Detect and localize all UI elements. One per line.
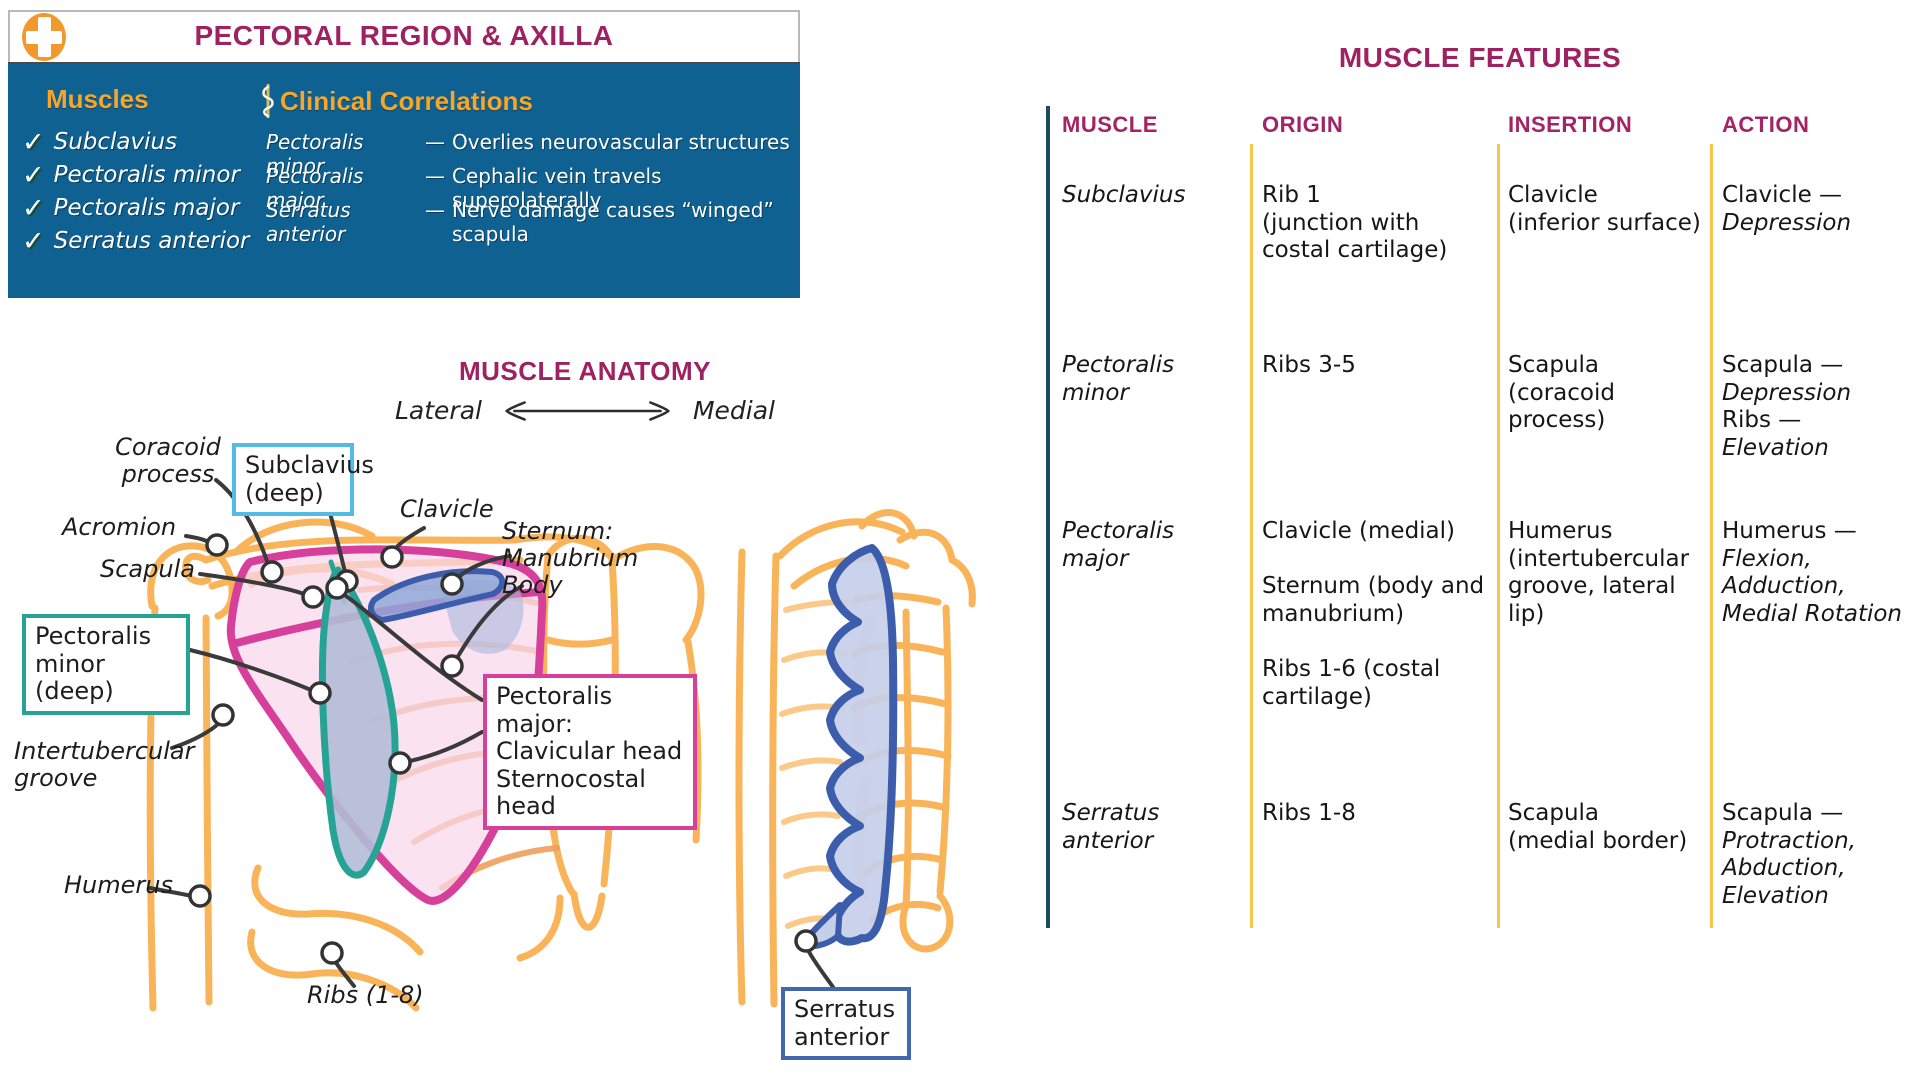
header-card	[8, 10, 800, 62]
table-cell-insertion: Clavicle (inferior surface)	[1508, 182, 1701, 236]
anatomy-section-title: MUSCLE ANATOMY	[458, 356, 712, 386]
direction-lateral: Lateral	[395, 396, 482, 425]
check-icon: ✓	[22, 126, 45, 158]
table-cell-origin: Clavicle (medial) Sternum (body and manu…	[1262, 518, 1485, 710]
table-column-rule	[1710, 144, 1713, 928]
clinical-muscle: Pectoralis major	[266, 164, 364, 212]
table-cell-insertion: Scapula (medial border)	[1508, 800, 1688, 854]
muscle-list-item: ✓ Pectoralis major	[22, 192, 262, 224]
clinical-muscle: Pectoralis minor	[266, 130, 364, 178]
column-header-action: ACTION	[1722, 112, 1810, 137]
table-cell-insertion: Humerus (intertubercular groove, lateral…	[1508, 518, 1690, 627]
clinical-row: Pectoralis minor — Overlies neurovascula…	[266, 130, 796, 178]
label-ribs: Ribs (1-8)	[307, 981, 424, 1009]
table-cell-muscle: Pectoralis major	[1062, 518, 1175, 572]
double-arrow-icon	[504, 400, 671, 421]
column-header-muscle: MUSCLE	[1062, 112, 1158, 137]
label-coracoid-process: Coracoid process	[115, 433, 221, 488]
table-cell-action: Humerus —Flexion,Adduction,Medial Rotati…	[1722, 518, 1903, 627]
clinical-heading-label: Clinical Correlations	[280, 85, 533, 116]
summary-panel: Muscles ✓ Subclavius ✓ Pectoralis minor …	[8, 62, 800, 298]
table-cell-muscle: Pectoralis minor	[1062, 352, 1175, 406]
clinical-row: Serratus anterior — Nerve damage causes …	[266, 198, 796, 246]
muscle-name: Subclavius	[53, 129, 178, 155]
muscle-list-item: ✓ Serratus anterior	[22, 225, 262, 257]
table-title: MUSCLE FEATURES	[1338, 42, 1622, 73]
dash: —	[425, 130, 445, 154]
muscle-name: Pectoralis major	[53, 195, 240, 221]
table-cell-muscle: Serratus anterior	[1062, 800, 1160, 854]
muscles-heading: Muscles	[46, 84, 149, 114]
muscle-list-item: ✓ Subclavius	[22, 126, 262, 158]
table-cell-origin: Rib 1 (junction with costal cartilage)	[1262, 182, 1448, 264]
clinical-heading: Clinical Correlations	[260, 84, 533, 118]
label-box-serratus-anterior: Serratus anterior	[781, 987, 911, 1061]
clinical-note: Overlies neurovascular structures	[452, 130, 790, 154]
table-column-rule	[1497, 144, 1500, 928]
table-cell-origin: Ribs 1-8	[1262, 800, 1356, 826]
table-left-rule	[1046, 106, 1050, 928]
direction-medial: Medial	[692, 396, 775, 425]
clinical-note: Nerve damage causes “winged” scapula	[452, 198, 774, 246]
muscle-list-item: ✓ Pectoralis minor	[22, 159, 262, 191]
medical-cross-icon	[22, 13, 66, 61]
muscle-name: Serratus anterior	[53, 228, 250, 254]
serratus-anterior-shape	[799, 544, 898, 949]
label-acromion: Acromion	[62, 513, 177, 541]
label-scapula: Scapula	[100, 555, 195, 583]
label-box-subclavius: Subclavius (deep)	[232, 443, 374, 517]
dash: —	[425, 164, 445, 188]
table-cell-insertion: Scapula (coracoid process)	[1508, 352, 1615, 434]
check-icon: ✓	[22, 159, 45, 191]
dash: —	[425, 198, 445, 222]
check-icon: ✓	[22, 225, 45, 257]
table-cell-muscle: Subclavius	[1062, 182, 1186, 208]
label-clavicle: Clavicle	[400, 495, 494, 523]
caduceus-icon	[262, 84, 274, 118]
table-cell-action: Clavicle —Depression	[1722, 182, 1852, 236]
label-box-pectoralis-minor: Pectoralis minor (deep)	[22, 614, 190, 715]
leader-anchors	[188, 533, 818, 965]
label-intertubercular-groove: Intertubercular groove	[14, 737, 195, 792]
label-humerus: Humerus	[64, 871, 173, 899]
muscle-name: Pectoralis minor	[53, 162, 240, 188]
page-title: PECTORAL REGION & AXILLA	[194, 20, 614, 51]
check-icon: ✓	[22, 192, 45, 224]
column-header-insertion: INSERTION	[1508, 112, 1633, 137]
label-sternum: Sternum: Manubrium Body	[502, 517, 639, 599]
table-cell-action: Scapula —Protraction,Abduction,Elevation	[1722, 800, 1856, 909]
label-box-pectoralis-major: Pectoralis major: Clavicular head Sterno…	[483, 674, 697, 830]
column-header-origin: ORIGIN	[1262, 112, 1344, 137]
clinical-row: Pectoralis major — Cephalic vein travels…	[266, 164, 796, 212]
table-column-rule	[1250, 144, 1253, 928]
clinical-note: Cephalic vein travels superolaterally	[452, 164, 662, 212]
clinical-muscle: Serratus anterior	[266, 198, 351, 246]
table-cell-origin: Ribs 3-5	[1262, 352, 1356, 378]
direction-indicator: Lateral Medial	[395, 396, 775, 425]
